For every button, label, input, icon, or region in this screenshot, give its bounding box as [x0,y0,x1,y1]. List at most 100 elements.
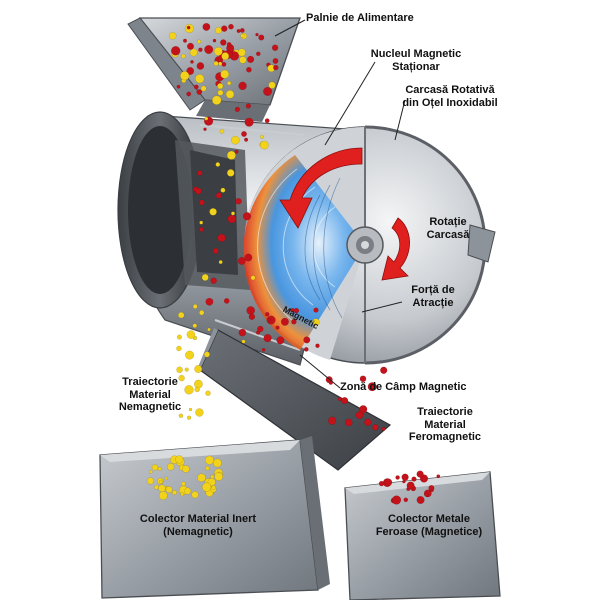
hopper-particle-ferrous [238,81,247,91]
inert-trajectory-particle-inert [176,345,182,352]
collector-bin-inert [99,436,330,599]
drum-particle-inert [199,220,204,225]
inert-trajectory-particle-inert [178,374,185,382]
inert-bin-label: Colector Material Inert (Nemagnetic) [118,513,278,538]
ferrous-trajectory-particle-ferrous [372,424,379,431]
collector-bin-ferrous [344,471,501,600]
ferrous-trajectory-particle-ferrous [355,411,364,419]
hopper-particle-inert [168,32,177,40]
ferrous-trajectory-particle-ferrous [359,375,367,383]
inert-bin-particle-inert [202,482,212,492]
field-particle-ferrous [303,336,311,344]
hopper-particle-ferrous [239,27,245,33]
inert-bin-particle-inert [205,466,210,471]
ferro-traj-line-3: Feromagnetic [408,431,482,444]
inert-bin-particle-inert [182,465,190,473]
inert-trajectory-particle-inert [186,330,196,339]
drum-particle-ferrous [197,170,203,176]
inert-trajectory-particle-inert [184,385,194,395]
drum-particle-inert [192,304,198,309]
drum-particle-inert [226,169,235,177]
drum-particle-ferrous [242,212,252,221]
hopper-particle-ferrous [272,58,279,64]
ferrous-trajectory-particle-ferrous [337,396,342,402]
inert-bin-particle-inert [164,476,168,481]
inert-bin-particle-inert [214,472,223,481]
field-particle-inert [312,318,320,326]
inert-bin-particle-inert [212,458,222,468]
axle-support [467,224,496,263]
field-particle-ferrous [276,336,285,345]
field-particle-ferrous [238,328,247,337]
field-particle-ferrous [291,319,297,325]
feed-particle-inert [230,135,240,145]
inert-trajectory-particle-inert [195,408,204,417]
feed-particle-ferrous [244,117,254,127]
feed-particle-ferrous [264,118,270,124]
ferrous-bin-label: Colector Metale Feroase (Magnetice) [370,513,488,538]
inert-trajectory-particle-inert [205,390,211,396]
field-particle-ferrous [315,343,320,348]
drum-particle-ferrous [227,214,237,224]
hopper-particle-ferrous [202,22,211,31]
inert-bin-particle-inert [184,487,192,495]
drum-particle-inert [250,275,256,281]
field-particle-ferrous [275,325,280,330]
nonmagnetic-trajectory-label: Traiectorie Material Nemagnetic [110,376,190,414]
hopper-particle-ferrous [212,38,217,43]
rotation-label-line-1: Rotație [429,216,467,228]
hopper-particle-ferrous [186,67,195,75]
hopper-particle-inert [214,26,222,34]
drum-particle-ferrous [217,233,226,243]
hopper-particle-inert [200,85,207,92]
hopper-particle-inert [213,47,223,56]
inert-trajectory-particle-inert [193,379,203,389]
hopper-particle-inert [213,61,219,67]
hopper-particle-inert [240,33,245,38]
ferrous-bin-particle-ferrous [403,497,409,503]
inert-bin-particle-inert [146,477,155,485]
ferrous-trajectory-particle-ferrous [367,382,377,392]
drum-particle-ferrous [195,187,202,195]
feed-particle-inert [204,116,209,121]
drum-front-face [243,125,487,365]
ferrous-bin-particle-ferrous [406,481,415,490]
force-label-line-2: Atracție [412,296,454,309]
hopper-particle-ferrous [236,29,241,34]
ferrous-bin-particle-ferrous [411,476,417,482]
hopper-particle-ferrous [247,55,255,64]
drum-particle-inert [220,187,226,193]
feed-particle-inert [226,150,236,160]
hopper-particle-ferrous [271,44,279,51]
force-label: Forță de Atracție [404,284,462,309]
feed-particle-inert [260,134,264,139]
hopper-particle-inert [225,90,235,99]
inert-bin-particle-inert [153,484,159,490]
inert-bin-particle-inert [175,455,184,464]
field-particle-ferrous [246,306,255,315]
inert-trajectory-particle-inert [177,311,185,319]
inert-bin-particle-inert [171,490,177,496]
inert-trajectory-particle-inert [176,334,182,340]
hopper-particle-ferrous [246,66,252,73]
field-particle-ferrous [265,312,270,317]
inert-bin-particle-inert [180,492,185,497]
hopper-particle-ferrous [196,89,203,95]
material-particles [146,22,441,505]
feed-particle-ferrous [203,127,207,131]
feed-particle-ferrous [234,149,239,154]
hopper-particle-ferrous [263,86,273,96]
shell-label-line-1: Carcasă Rotativă [405,84,495,96]
feed-particle-ferrous [241,131,247,137]
drum-particle-ferrous [210,277,217,284]
inert-bin-particle-inert [148,470,153,474]
drum-particle-inert [201,273,209,281]
hopper-particle-inert [237,48,246,57]
ferrous-bin-particle-ferrous [384,478,393,487]
ferrous-trajectory-particle-ferrous [381,427,386,431]
hopper-particle-ferrous [255,51,261,57]
hopper-particle-inert [268,81,276,89]
ferrous-bin-particle-ferrous [416,470,424,478]
nonmag-traj-line-3: Nemagnetic [118,401,182,414]
